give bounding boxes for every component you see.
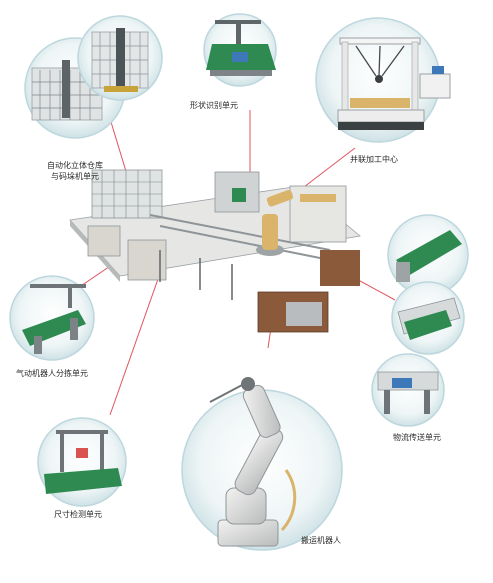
label-shape-recognition: 形状识别单元 [190,101,238,110]
bubble-conveyor-top [387,214,469,296]
label-storage-unit: 自动化立体仓库 与码垛机单元 [30,160,120,182]
bubble-shape-recognition [203,13,277,87]
bubble-conveyor-middle [391,281,465,355]
bubble-parallel-machining [315,17,451,143]
bubble-handling-robot [181,377,343,551]
central-production-line [69,169,361,333]
label-storage-line1: 自动化立体仓库 [47,161,103,170]
bubble-conveyor-bottom [371,353,445,427]
bubble-pneumatic-sorting [9,275,95,361]
label-dimension-check: 尺寸检测单元 [54,510,102,519]
label-conveyor-unit: 物流传送单元 [393,433,441,442]
bubble-dimension-check [37,417,127,507]
label-pneumatic-sorting: 气动机器人分拣单元 [16,369,88,378]
label-handling-robot: 搬运机器人 [301,536,341,545]
label-parallel-machining: 并联加工中心 [350,155,398,164]
bubble-stacker-tower [77,15,163,101]
central-robot [256,189,294,256]
label-storage-line2: 与码垛机单元 [51,172,99,181]
